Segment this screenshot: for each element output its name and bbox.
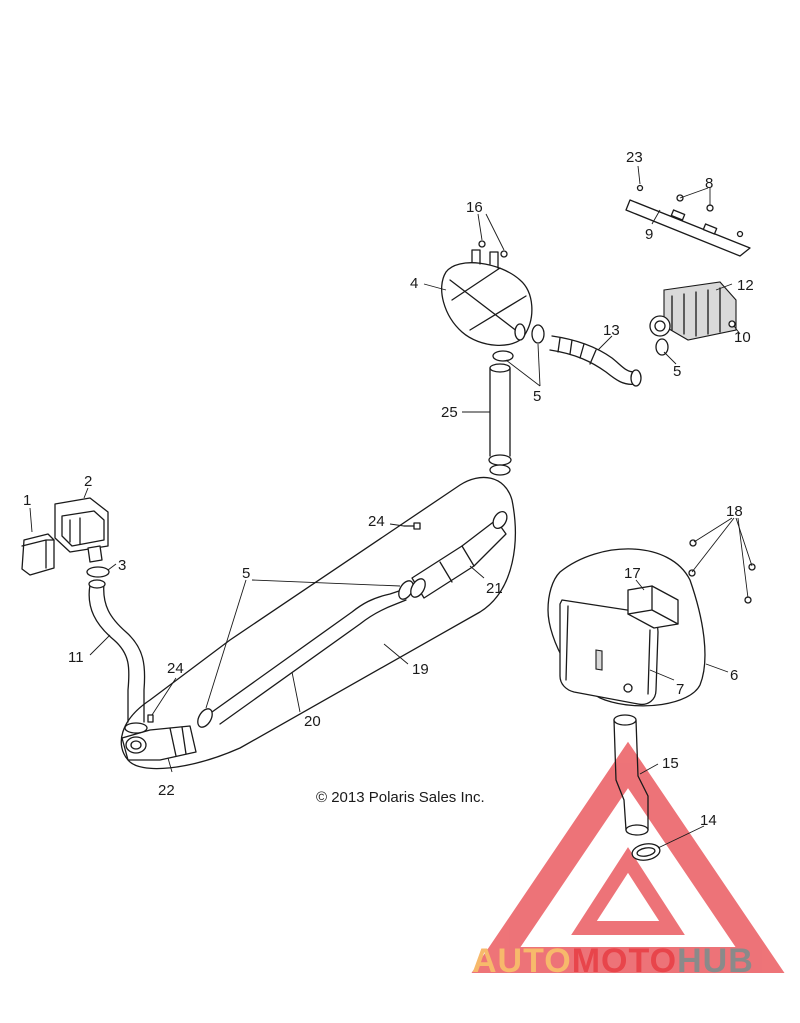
callout-24-upper: 24 xyxy=(368,513,385,530)
watermark-moto: MOTO xyxy=(572,942,677,980)
callout-9: 9 xyxy=(645,226,653,243)
callout-3: 3 xyxy=(118,557,126,574)
part-8-screw-right xyxy=(736,230,744,238)
callout-11: 11 xyxy=(68,649,84,666)
part-18-screws xyxy=(688,539,756,604)
callout-23: 23 xyxy=(626,149,643,166)
clamp-5-upper xyxy=(492,350,514,362)
leader-lines xyxy=(29,165,753,849)
part-14-clamp xyxy=(631,843,661,861)
part-15-drain-tube xyxy=(613,714,649,836)
callout-12: 12 xyxy=(737,277,754,294)
callout-1: 1 xyxy=(23,492,31,509)
part-13-hose xyxy=(549,335,642,387)
callout-5-right: 5 xyxy=(673,363,681,380)
clamp-5-lower-left xyxy=(197,708,213,728)
callout-24-lower: 24 xyxy=(167,660,184,677)
part-23-screw xyxy=(636,184,644,192)
callout-25: 25 xyxy=(441,404,458,421)
clamp-5-throttle xyxy=(655,338,669,356)
callout-16: 16 xyxy=(466,199,483,216)
part-9-bracket xyxy=(625,199,751,257)
watermark-auto: AUTO xyxy=(472,942,572,980)
callout-5-left: 5 xyxy=(242,565,250,582)
callout-18: 18 xyxy=(726,503,743,520)
part-19-sleeve xyxy=(120,476,516,770)
clamp-near-22 xyxy=(124,722,148,734)
part-17-foam xyxy=(627,585,679,629)
part-8-screws xyxy=(676,194,714,212)
watermark-logo xyxy=(471,741,785,973)
part-16-screws xyxy=(478,240,508,258)
part-24-screw-upper xyxy=(403,522,421,530)
part-22-elbow xyxy=(121,725,197,761)
callout-14: 14 xyxy=(700,812,717,829)
part-2-intake-duct xyxy=(54,497,109,563)
part-4-airbox xyxy=(441,249,533,347)
part-20-tube xyxy=(211,589,407,725)
callout-22: 22 xyxy=(158,782,175,799)
callout-8: 8 xyxy=(705,175,713,192)
part-6-outline xyxy=(547,548,706,707)
callout-21: 21 xyxy=(486,580,503,597)
part-12-throttle-body xyxy=(649,281,737,341)
callout-19: 19 xyxy=(412,661,429,678)
part-24-screw-lower xyxy=(147,714,154,723)
part-1-block xyxy=(21,533,55,576)
part-11-hose xyxy=(88,579,146,723)
callout-15: 15 xyxy=(662,755,679,772)
clamp-5-right xyxy=(531,324,545,344)
callout-labels: 1 2 3 4 5 5 5 6 7 8 9 10 11 12 13 14 15 … xyxy=(23,149,754,829)
callout-20: 20 xyxy=(304,713,321,730)
watermark-hub: HUB xyxy=(677,942,754,980)
copyright-text: © 2013 Polaris Sales Inc. xyxy=(316,789,485,806)
part-21-muffler xyxy=(410,510,508,599)
callout-4: 4 xyxy=(410,275,418,292)
callout-2: 2 xyxy=(84,473,92,490)
callout-5-upper: 5 xyxy=(533,388,541,405)
part-3-clamp xyxy=(86,566,110,578)
callout-13: 13 xyxy=(603,322,620,339)
part-25-tube xyxy=(488,363,512,476)
callout-17: 17 xyxy=(624,565,641,582)
watermark-text: AUTOMOTOHUB xyxy=(472,942,754,980)
callout-6: 6 xyxy=(730,667,738,684)
callout-7: 7 xyxy=(676,681,684,698)
callout-10: 10 xyxy=(734,329,751,346)
